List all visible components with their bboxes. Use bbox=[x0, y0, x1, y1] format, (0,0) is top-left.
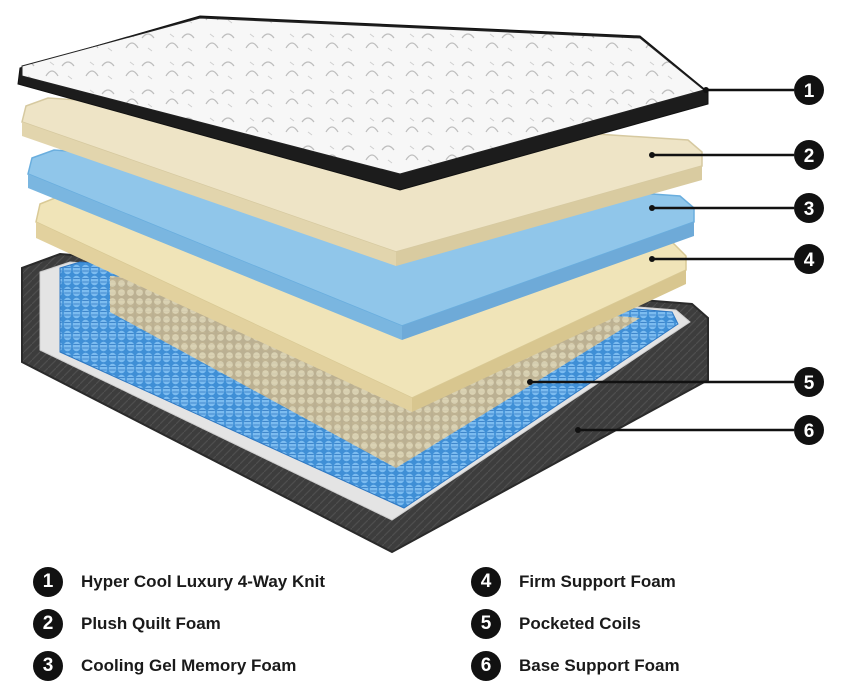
layer-legend: 1 Hyper Cool Luxury 4-Way Knit 2 Plush Q… bbox=[0, 560, 841, 700]
callout-badge-4: 4 bbox=[794, 244, 824, 274]
callout-badge-5: 5 bbox=[794, 367, 824, 397]
callout-number-1: 1 bbox=[804, 81, 815, 102]
legend-badge-2: 2 bbox=[33, 609, 63, 639]
callout-4 bbox=[649, 256, 794, 262]
legend-label-6: Base Support Foam bbox=[519, 656, 680, 675]
callout-3 bbox=[649, 205, 794, 211]
legend-item-1: 1 Hyper Cool Luxury 4-Way Knit bbox=[33, 566, 325, 598]
legend-badge-6: 6 bbox=[471, 651, 501, 681]
callout-5 bbox=[527, 379, 794, 385]
callout-1 bbox=[703, 87, 794, 93]
legend-badge-3: 3 bbox=[33, 651, 63, 681]
legend-item-3: 3 Cooling Gel Memory Foam bbox=[33, 650, 296, 682]
legend-label-4: Firm Support Foam bbox=[519, 572, 676, 591]
legend-item-2: 2 Plush Quilt Foam bbox=[33, 608, 221, 640]
callout-number-2: 2 bbox=[804, 146, 815, 167]
legend-label-3: Cooling Gel Memory Foam bbox=[81, 656, 297, 675]
callout-badge-1: 1 bbox=[794, 75, 824, 105]
callout-badge-2: 2 bbox=[794, 140, 824, 170]
callout-number-5: 5 bbox=[804, 373, 815, 394]
legend-label-2: Plush Quilt Foam bbox=[81, 614, 221, 633]
legend-badge-4: 4 bbox=[471, 567, 501, 597]
legend-label-5: Pocketed Coils bbox=[519, 614, 641, 633]
callout-badge-6: 6 bbox=[794, 415, 824, 445]
legend-badge-5: 5 bbox=[471, 609, 501, 639]
legend-item-6: 6 Base Support Foam bbox=[471, 650, 680, 682]
callout-6 bbox=[575, 427, 794, 433]
legend-item-4: 4 Firm Support Foam bbox=[471, 566, 676, 598]
callout-2 bbox=[649, 152, 794, 158]
callout-number-6: 6 bbox=[804, 421, 815, 442]
legend-badge-1: 1 bbox=[33, 567, 63, 597]
legend-label-1: Hyper Cool Luxury 4-Way Knit bbox=[81, 572, 326, 591]
callout-number-4: 4 bbox=[804, 250, 815, 271]
mattress-layers-diagram: 1 2 3 4 5 6 bbox=[17, 15, 824, 554]
hyper-cool-knit-layer bbox=[17, 15, 709, 191]
callout-number-3: 3 bbox=[804, 199, 815, 220]
legend-item-5: 5 Pocketed Coils bbox=[471, 608, 641, 640]
callout-badge-3: 3 bbox=[794, 193, 824, 223]
